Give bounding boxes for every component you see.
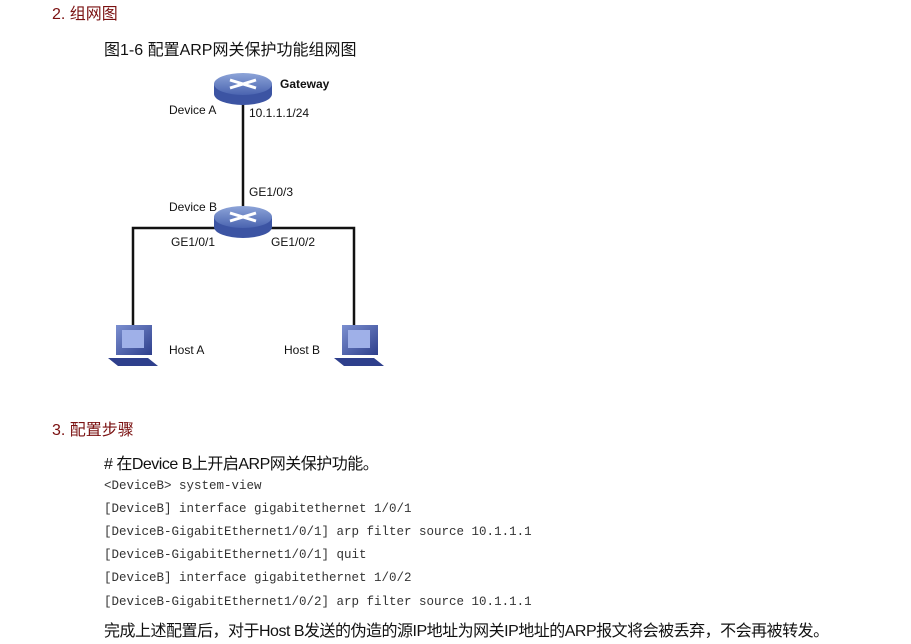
host-a-computer-icon bbox=[108, 325, 158, 366]
step-comment: # 在Device B上开启ARP网关保护功能。 bbox=[104, 456, 379, 473]
device-a-label: Device A bbox=[169, 103, 217, 117]
gateway-ip-label: 10.1.1.1/24 bbox=[249, 106, 310, 120]
code-line: [DeviceB-GigabitEthernet1/0/1] quit bbox=[104, 548, 367, 562]
gateway-router-icon bbox=[214, 73, 272, 105]
port-ge2-label: GE1/0/2 bbox=[271, 235, 316, 249]
code-line: [DeviceB-GigabitEthernet1/0/1] arp filte… bbox=[104, 525, 532, 539]
section-heading-network-diagram: 2. 组网图 bbox=[52, 6, 118, 23]
device-b-switch-icon bbox=[214, 206, 272, 238]
port-ge1-label: GE1/0/1 bbox=[171, 235, 216, 249]
gateway-label: Gateway bbox=[280, 77, 330, 91]
code-line: <DeviceB> system-view bbox=[104, 479, 262, 493]
code-line: [DeviceB] interface gigabitethernet 1/0/… bbox=[104, 571, 412, 585]
conclusion-text: 完成上述配置后，对于Host B发送的伪造的源IP地址为网关IP地址的ARP报文… bbox=[104, 623, 829, 640]
host-a-label: Host A bbox=[169, 343, 205, 357]
host-b-label: Host B bbox=[284, 343, 321, 357]
section-heading-config-steps: 3. 配置步骤 bbox=[52, 422, 134, 439]
device-b-label: Device B bbox=[169, 200, 218, 214]
code-line: [DeviceB-GigabitEthernet1/0/2] arp filte… bbox=[104, 595, 532, 609]
host-b-computer-icon bbox=[334, 325, 384, 366]
code-line: [DeviceB] interface gigabitethernet 1/0/… bbox=[104, 502, 412, 516]
port-ge3-label: GE1/0/3 bbox=[249, 185, 294, 199]
figure-caption: 图1-6 配置ARP网关保护功能组网图 bbox=[104, 42, 357, 59]
